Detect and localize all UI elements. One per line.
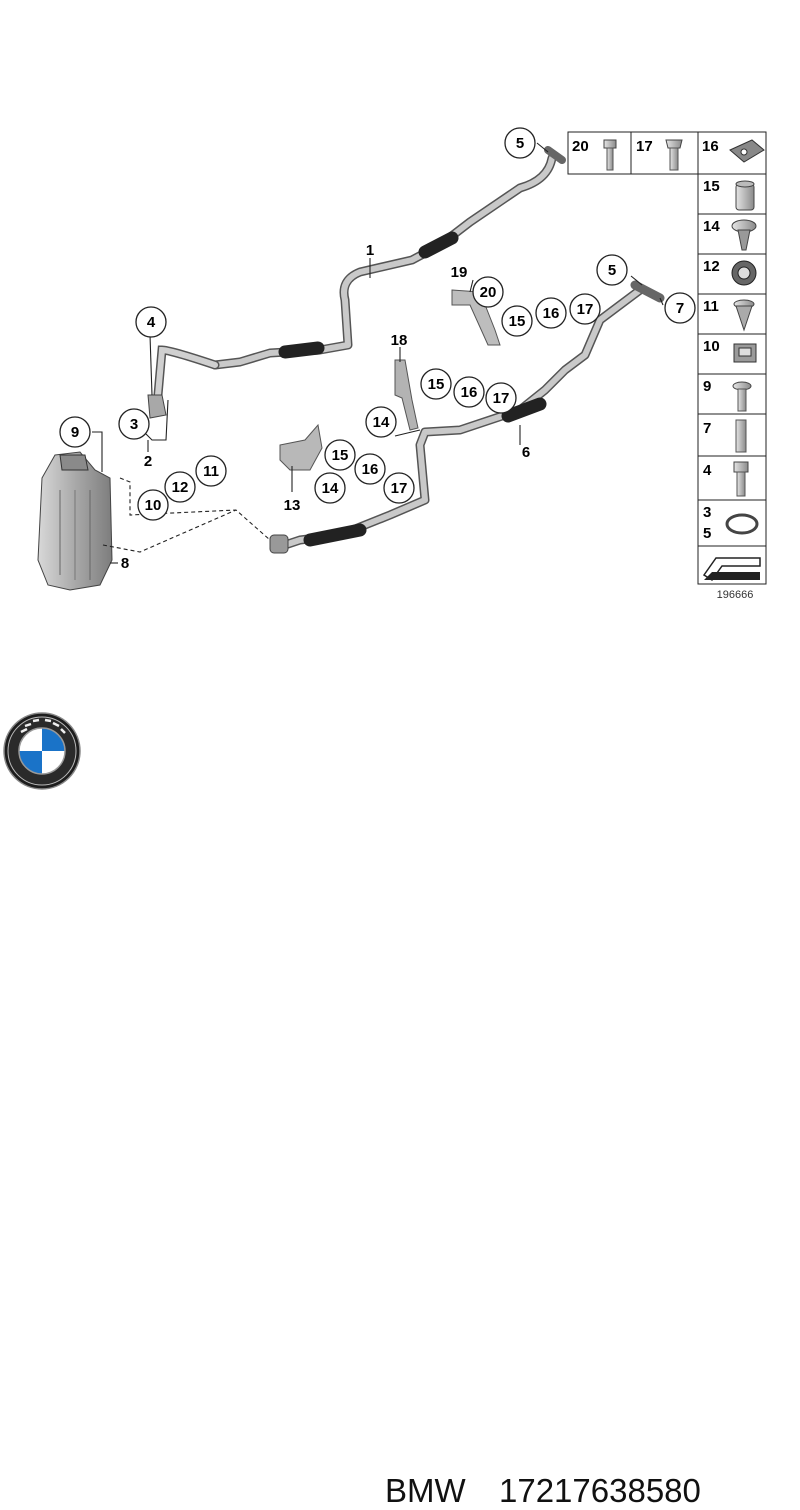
diagram-number: 196666: [717, 589, 754, 601]
callout-3: 3: [118, 408, 150, 440]
svg-text:3: 3: [703, 504, 711, 521]
callout-17-a: 17: [569, 293, 601, 325]
svg-text:5: 5: [608, 262, 616, 279]
legend-cell-9: 9: [703, 378, 752, 412]
parts-diagram: 5 1 19 20 15 16 17 5 7 4 18 15 16 17 14 …: [37, 127, 767, 601]
svg-text:15: 15: [703, 178, 720, 195]
callout-15-a: 15: [501, 305, 533, 337]
legend-cell-15: 15: [703, 178, 755, 211]
legend-cell-4: 4: [703, 461, 749, 497]
svg-text:8: 8: [121, 555, 129, 572]
svg-text:16: 16: [543, 305, 560, 322]
svg-text:15: 15: [332, 447, 349, 464]
svg-text:9: 9: [71, 424, 79, 441]
svg-text:7: 7: [703, 420, 711, 437]
svg-text:16: 16: [702, 138, 719, 155]
svg-text:9: 9: [703, 378, 711, 395]
callout-1: 1: [366, 242, 374, 259]
svg-text:14: 14: [703, 218, 720, 235]
legend-cell-arrow: [702, 557, 761, 582]
callout-9: 9: [59, 416, 91, 448]
callout-4: 4: [135, 306, 167, 338]
svg-text:5: 5: [516, 135, 524, 152]
svg-text:16: 16: [461, 384, 478, 401]
svg-text:13: 13: [284, 497, 301, 514]
svg-text:2: 2: [144, 453, 152, 470]
svg-text:14: 14: [373, 414, 390, 431]
svg-text:17: 17: [577, 301, 594, 318]
legend-cell-17: 17: [636, 138, 683, 171]
legend-cell-14: 14: [703, 218, 757, 251]
callout-14-b: 14: [314, 472, 346, 504]
callout-5-top: 5: [504, 127, 536, 159]
callout-15-b: 15: [420, 368, 452, 400]
bracket-13: [279, 423, 323, 471]
svg-text:7: 7: [676, 300, 684, 317]
callout-18: 18: [391, 332, 408, 349]
callout-11: 11: [195, 455, 227, 487]
callout-17-b: 17: [485, 382, 517, 414]
callouts: 5 1 19 20 15 16 17 5 7 4 18 15 16 17 14 …: [59, 127, 696, 572]
svg-text:12: 12: [172, 479, 189, 496]
callout-19: 19: [451, 264, 468, 281]
oil-line-6: [269, 280, 665, 554]
svg-text:10: 10: [703, 338, 720, 355]
svg-text:1: 1: [366, 242, 374, 259]
svg-text:3: 3: [130, 416, 138, 433]
callout-12: 12: [164, 471, 196, 503]
callout-13: 13: [284, 497, 301, 514]
callout-17-c: 17: [383, 472, 415, 504]
leader-lines: [92, 142, 664, 564]
svg-text:20: 20: [480, 284, 497, 301]
brand-name: BMW: [385, 1472, 466, 1509]
callout-2: 2: [144, 453, 152, 470]
svg-text:5: 5: [703, 525, 711, 542]
callout-16-c: 16: [354, 453, 386, 485]
svg-text:14: 14: [322, 480, 339, 497]
callout-16-a: 16: [535, 297, 567, 329]
svg-text:17: 17: [391, 480, 408, 497]
callout-15-c: 15: [324, 439, 356, 471]
callout-20: 20: [472, 276, 504, 308]
svg-text:17: 17: [636, 138, 653, 155]
parts-legend: 20 17 16 15 14: [567, 131, 767, 585]
legend-cell-10: 10: [703, 338, 757, 363]
svg-text:19: 19: [451, 264, 468, 281]
svg-text:11: 11: [703, 298, 719, 315]
svg-text:11: 11: [203, 463, 219, 480]
svg-text:12: 12: [703, 258, 720, 275]
legend-cell-11: 11: [703, 298, 755, 332]
callout-7: 7: [664, 292, 696, 324]
oil-cooler: [37, 451, 113, 591]
callout-6: 6: [522, 444, 530, 461]
callout-16-b: 16: [453, 376, 485, 408]
svg-text:6: 6: [522, 444, 530, 461]
callout-8: 8: [121, 555, 129, 572]
svg-text:16: 16: [362, 461, 379, 478]
svg-text:15: 15: [428, 376, 445, 393]
svg-text:18: 18: [391, 332, 408, 349]
bracket-2: [147, 394, 167, 419]
part-number: 17217638580: [499, 1472, 701, 1509]
svg-text:4: 4: [147, 314, 156, 331]
callout-14-a: 14: [365, 406, 397, 438]
legend-cell-3-5: 3 5: [703, 504, 759, 542]
bracket-18: [394, 359, 419, 431]
svg-text:4: 4: [703, 462, 712, 479]
svg-text:17: 17: [493, 390, 510, 407]
svg-text:10: 10: [145, 497, 162, 514]
legend-cell-7: 7: [703, 419, 747, 453]
svg-text:15: 15: [509, 313, 526, 330]
legend-cell-20: 20: [572, 138, 617, 171]
oil-line-1: [153, 146, 566, 400]
callout-10: 10: [137, 489, 169, 521]
bmw-logo-icon: [3, 712, 81, 790]
legend-cell-12: 12: [703, 258, 757, 286]
footer-label: BMW 17217638580: [0, 730, 800, 1509]
callout-5-right: 5: [596, 254, 628, 286]
svg-text:20: 20: [572, 138, 589, 155]
legend-cell-16: 16: [702, 138, 765, 163]
